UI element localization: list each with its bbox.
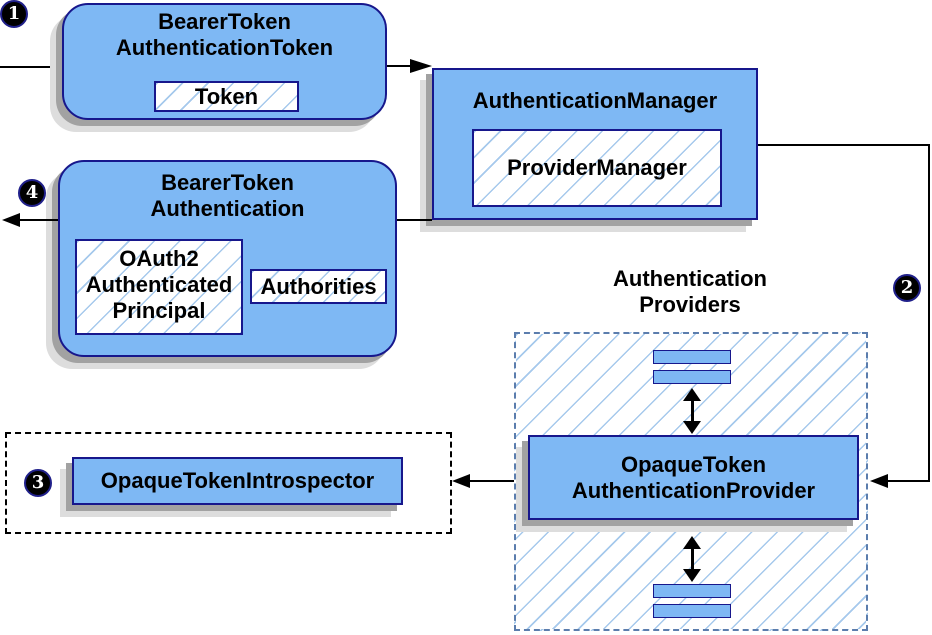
arrowhead-step2-into-provider: [870, 474, 888, 488]
bearer-token-authentication-node: BearerToken Authentication OAuth2 Authen…: [58, 160, 397, 357]
provider-placeholder-bar: [653, 604, 731, 618]
step-2-number: 2: [900, 277, 914, 298]
oauth2-authenticated-principal-line1: OAuth2: [119, 246, 199, 271]
double-arrow-bottom-down-head: [683, 569, 701, 582]
connector-token-to-manager: [387, 65, 412, 67]
bearer-token-authentication-token-title-line2: AuthenticationToken: [115, 35, 334, 60]
bearer-token-authentication-token-title: BearerToken AuthenticationToken: [64, 9, 385, 61]
double-arrow-top-up-head: [683, 388, 701, 401]
opaque-token-introspector-node: OpaqueTokenIntrospector: [72, 457, 403, 505]
opaque-token-authentication-provider-title-line2: AuthenticationProvider: [571, 477, 816, 503]
connector-step4-out: [20, 219, 58, 221]
double-arrow-top: [683, 388, 701, 434]
authentication-providers-label-line1: Authentication: [613, 266, 767, 291]
authentication-manager-node: AuthenticationManager ProviderManager: [432, 68, 758, 220]
double-arrow-bottom-stem: [690, 549, 694, 569]
oauth2-authenticated-principal-line2: Authenticated: [85, 272, 233, 297]
double-arrow-top-down-head: [683, 421, 701, 434]
authentication-manager-title: AuthenticationManager: [472, 88, 718, 113]
step-1-number: 1: [7, 3, 21, 24]
connector-step2-top: [758, 144, 930, 146]
provider-placeholder-bar: [653, 350, 731, 364]
authorities-label: Authorities: [260, 273, 377, 299]
step-4-number: 4: [25, 182, 39, 203]
opaque-token-authentication-provider-title: OpaqueToken AuthenticationProvider: [572, 452, 815, 504]
arrowhead-token-to-manager: [410, 59, 432, 73]
authentication-providers-label: Authentication Providers: [590, 266, 790, 318]
oauth2-authenticated-principal-box: OAuth2 Authenticated Principal: [75, 239, 243, 335]
arrowhead-step3-into-introspector: [452, 474, 470, 488]
bearer-token-authentication-token-node: BearerToken AuthenticationToken Token: [62, 3, 387, 120]
arrowhead-step4-out: [2, 213, 20, 227]
step-3-badge: 3: [24, 469, 52, 497]
token-inner-box: Token: [154, 81, 299, 112]
authentication-providers-label-line2: Providers: [639, 292, 741, 317]
step-3-number: 3: [31, 472, 45, 493]
step-1-badge: 1: [0, 0, 28, 28]
double-arrow-bottom-up-head: [683, 536, 701, 549]
provider-placeholder-bar: [653, 370, 731, 384]
opaque-token-introspector-title: OpaqueTokenIntrospector: [100, 468, 375, 493]
connector-request-in: [0, 66, 62, 68]
double-arrow-bottom: [683, 536, 701, 582]
double-arrow-top-stem: [690, 401, 694, 421]
authorities-box: Authorities: [250, 269, 387, 304]
oauth2-authenticated-principal-line3: Principal: [112, 298, 206, 323]
step-2-badge: 2: [893, 274, 921, 302]
provider-manager-label: ProviderManager: [507, 155, 687, 180]
provider-manager-inner-box: ProviderManager: [472, 129, 722, 207]
opaque-token-authentication-provider-title-line1: OpaqueToken: [620, 451, 767, 477]
opaque-token-authentication-provider-node: OpaqueToken AuthenticationProvider: [528, 435, 859, 520]
bearer-token-authentication-title-line2: Authentication: [150, 196, 305, 221]
opaque-token-introspector-container: OpaqueTokenIntrospector: [5, 432, 452, 534]
connector-step2-bottom: [888, 480, 930, 482]
token-label: Token: [194, 83, 259, 109]
step-4-badge: 4: [18, 179, 46, 207]
bearer-token-authentication-title: BearerToken Authentication: [60, 170, 395, 222]
bearer-token-authentication-title-line1: BearerToken: [161, 170, 294, 195]
connector-step2-vertical: [928, 144, 930, 482]
bearer-token-authentication-token-title-line1: BearerToken: [158, 9, 291, 34]
connector-step3: [470, 480, 514, 482]
provider-placeholder-bar: [653, 584, 731, 598]
connector-manager-to-authentication: [397, 219, 432, 221]
authentication-providers-container: OpaqueToken AuthenticationProvider: [514, 332, 868, 631]
